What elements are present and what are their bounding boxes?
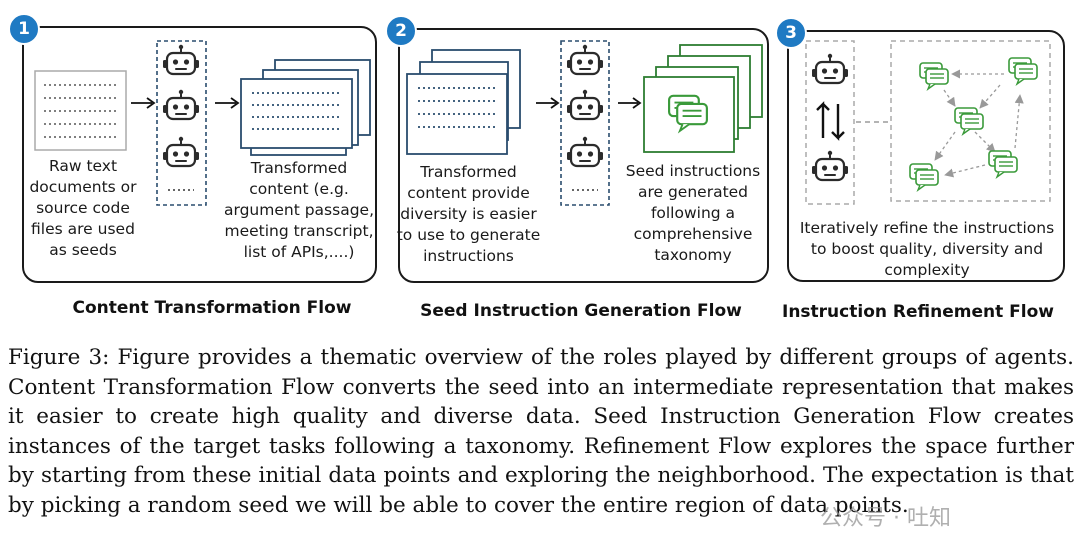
flow-title-1: Content Transformation Flow	[72, 298, 352, 318]
step-badge-2: 2	[385, 15, 417, 47]
flow-title-2: Seed Instruction Generation Flow	[420, 301, 742, 321]
chat-bubbles-icon	[909, 163, 939, 191]
flow-title-3: Instruction Refinement Flow	[782, 302, 1054, 322]
cycle-arrows-icon	[816, 101, 845, 141]
panel2-right-text: Seed instructions are generated followin…	[625, 162, 761, 264]
chat-bubbles-icon	[988, 150, 1018, 178]
robot-icon	[810, 52, 850, 85]
figure-caption: Figure 3: Figure provides a thematic ove…	[8, 345, 1074, 518]
panel2-graphics	[406, 40, 763, 206]
panel1-graphics	[34, 40, 371, 206]
chat-bubbles-icon	[919, 62, 949, 90]
chat-bubbles-icon	[954, 107, 984, 135]
panel1-right-text: Transformed content (e.g. argument passa…	[223, 159, 374, 261]
panel2-left-text: Transformed content provide diversity is…	[396, 163, 541, 265]
document-stack-icon	[240, 59, 371, 156]
document-stack-icon	[406, 49, 521, 155]
panel3-bottom-text: Iteratively refine the instructions to b…	[799, 219, 1055, 279]
panel3-graphics	[805, 40, 1051, 205]
step-badge-3: 3	[775, 17, 807, 49]
chat-document-stack-icon	[643, 44, 763, 153]
step-badge-1: 1	[8, 13, 40, 45]
chat-bubbles-icon	[1008, 57, 1038, 85]
watermark: 公众号 · 吐知	[820, 506, 951, 531]
raw-document-icon	[34, 70, 127, 151]
robot-icon	[810, 149, 850, 182]
panel1-left-text: Raw text documents or source code files …	[29, 157, 137, 259]
